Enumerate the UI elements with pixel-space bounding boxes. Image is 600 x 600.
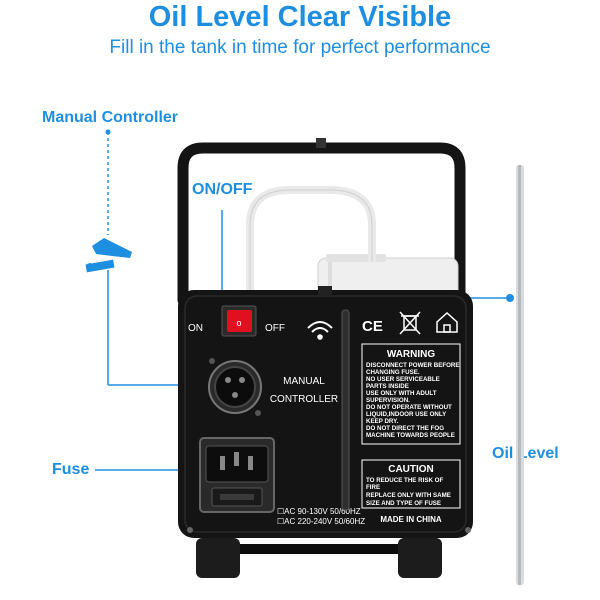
caution-label: CAUTION TO REDUCE THE RISK OF FIRE REPLA… <box>361 459 461 509</box>
warning-title: WARNING <box>387 349 436 360</box>
warning-line: LIQUID,INDOOR USE ONLY <box>366 411 447 418</box>
warning-line: SUPERVISION. <box>366 397 410 404</box>
caution-line: REPLACE ONLY WITH SAME <box>366 492 451 499</box>
foot-pedal-icon <box>85 238 132 273</box>
callout-manual-controller: Manual Controller <box>42 109 179 126</box>
voltage-label-2: ☐AC 220-240V 50/60HZ <box>277 517 365 526</box>
callout-oil-level: Oil Level <box>492 445 559 462</box>
house-icon <box>436 311 458 333</box>
oil-level-window <box>341 309 350 511</box>
foot-left <box>196 538 240 578</box>
warning-line: USE ONLY WITH ADULT <box>366 390 437 397</box>
trash-bin-icon <box>399 311 421 335</box>
manual-label-line2: CONTROLLER <box>270 394 338 405</box>
warning-line: PARTS INSIDE <box>366 383 409 390</box>
svg-text:o: o <box>236 318 241 328</box>
callout-on-off: ON/OFF <box>192 181 253 198</box>
page-title: Oil Level Clear Visible <box>148 1 452 33</box>
warning-label: WARNING DISCONNECT POWER BEFORE CHANGING… <box>361 343 461 445</box>
voltage-label-1: ☐AC 90-130V 50/60HZ <box>277 507 361 516</box>
oil-level-gauge <box>516 165 524 585</box>
power-switch[interactable]: o <box>221 305 257 337</box>
ce-mark: CE <box>362 318 383 335</box>
fuse-power-socket[interactable] <box>199 437 275 513</box>
warning-line: CHANGING FUSE. <box>366 369 420 376</box>
caution-line: FIRE <box>366 484 380 491</box>
caution-title: CAUTION <box>388 464 434 475</box>
made-in-label: MADE IN CHINA <box>380 515 442 524</box>
caution-line: TO REDUCE THE RISK OF <box>366 477 443 484</box>
manual-label-line1: MANUAL <box>283 376 325 387</box>
warning-line: KEEP DRY. <box>366 418 399 425</box>
warning-line: DO NOT DIRECT THE FOG <box>366 425 444 432</box>
callout-fuse: Fuse <box>52 461 90 478</box>
switch-on-label: ON <box>188 323 203 334</box>
switch-off-label: OFF <box>265 323 285 334</box>
wireless-icon <box>307 321 333 340</box>
manual-controller-socket[interactable] <box>208 358 262 416</box>
foot-right <box>398 538 442 578</box>
warning-line: MACHINE TOWARDS PEOPLE <box>366 432 455 439</box>
page-subtitle: Fill in the tank in time for perfect per… <box>109 37 491 58</box>
caution-line: SIZE AND TYPE OF FUSE <box>366 500 441 507</box>
warning-line: DO NOT OPERATE WITHOUT <box>366 404 452 411</box>
warning-line: DISCONNECT POWER BEFORE <box>366 362 460 369</box>
warning-line: NO USER SERVICEABLE <box>366 376 440 383</box>
